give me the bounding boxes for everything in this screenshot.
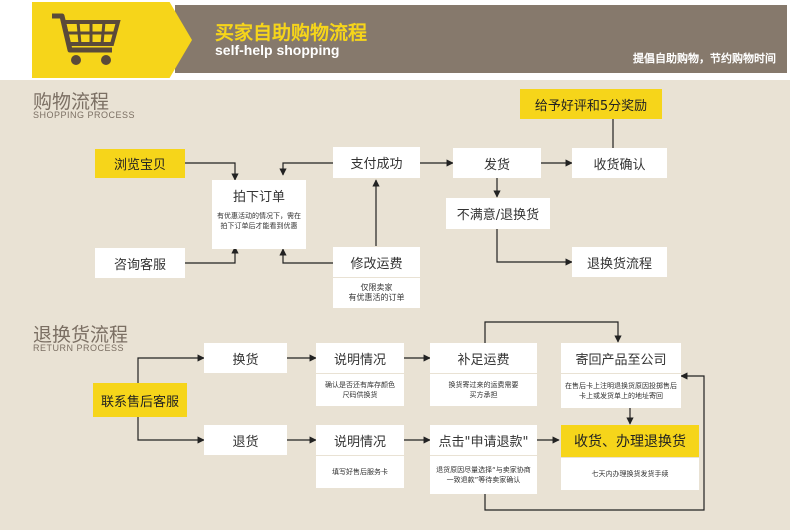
- shopping-section-subtitle: SHOPPING PROCESS: [33, 110, 136, 120]
- payment-success-box: 支付成功: [333, 147, 420, 178]
- exchange-box: 换货: [204, 343, 287, 373]
- send-back-note-box: 在售后卡上注明退换货原因投掷售后卡上或发货单上的地址寄回: [561, 374, 681, 408]
- refund-box: 退货: [204, 425, 287, 455]
- banner-title: 买家自助购物流程: [215, 22, 368, 44]
- send-back-box: 寄回产品至公司: [561, 343, 681, 373]
- send-back-note: 在售后卡上注明退换货原因投掷售后卡上或发货单上的地址寄回: [565, 382, 677, 400]
- explain-refund-box: 说明情况: [316, 425, 404, 455]
- place-order-label: 拍下订单: [232, 190, 285, 205]
- explain-refund-note-box: 填写好售后服务卡: [316, 456, 404, 488]
- apply-refund-box: 点击"申请退款": [430, 425, 537, 455]
- apply-refund-note-box: 退货原因尽量选择“与卖家协商一致退款”等待卖家确认: [430, 456, 537, 494]
- return-flow-box: 退换货流程: [572, 247, 667, 277]
- add-postage-note-box: 换货寄过来的运费需要买方承担: [430, 374, 537, 406]
- explain-exchange-note-box: 确认是否还有库存颜色尺码供换货: [316, 374, 404, 406]
- add-postage-box: 补足运费: [430, 343, 537, 373]
- returns-section-title: 退换货流程: [33, 324, 129, 346]
- modify-note-line-1: 仅限卖家: [360, 283, 393, 292]
- contact-aftersales-box: 联系售后客服: [93, 383, 187, 417]
- banner-subtitle: self-help shopping: [215, 42, 340, 58]
- receive-process-note: 七天内办理换货发货手续: [591, 470, 669, 478]
- explain-exchange-note: 确认是否还有库存颜色尺码供换货: [325, 381, 395, 399]
- explain-refund-note: 填写好售后服务卡: [332, 468, 388, 476]
- receive-process-note-box: 七天内办理换货发货手续: [561, 458, 699, 490]
- returns-section-subtitle: RETURN PROCESS: [33, 343, 125, 353]
- ship-box: 发货: [453, 148, 541, 178]
- shopping-cart-icon: [52, 13, 121, 65]
- banner-bar: [175, 5, 787, 73]
- explain-exchange-box: 说明情况: [316, 343, 404, 373]
- confirm-receipt-box: 收货确认: [572, 148, 667, 178]
- modify-shipping-box: 修改运费: [333, 247, 420, 277]
- praise-reward-box: 给予好评和5分奖励: [520, 89, 662, 119]
- banner: 买家自助购物流程 self-help shopping 提倡自助购物，节约购物时…: [0, 0, 790, 80]
- shopping-section-title: 购物流程: [33, 91, 110, 113]
- modify-note-line-2: 有优惠活的订单: [348, 293, 405, 302]
- receive-process-box: 收货、办理退换货: [561, 425, 699, 457]
- add-postage-note: 换货寄过来的运费需要买方承担: [448, 381, 519, 399]
- apply-refund-note: 退货原因尽量选择“与卖家协商一致退款”等待卖家确认: [436, 466, 531, 484]
- browse-items-box: 浏览宝贝: [95, 149, 185, 178]
- modify-shipping-note-box: 仅限卖家 有优惠活的订单: [333, 278, 420, 308]
- unsatisfied-return-box: 不满意/退换货: [446, 198, 550, 229]
- consult-service-box: 咨询客服: [95, 248, 185, 278]
- place-order-note: 有优惠活动的情况下，需在拍下订单后才能看到优惠: [217, 212, 301, 230]
- place-order-box: 拍下订单 有优惠活动的情况下，需在拍下订单后才能看到优惠: [212, 180, 306, 249]
- banner-slogan: 提倡自助购物，节约购物时间: [633, 52, 776, 65]
